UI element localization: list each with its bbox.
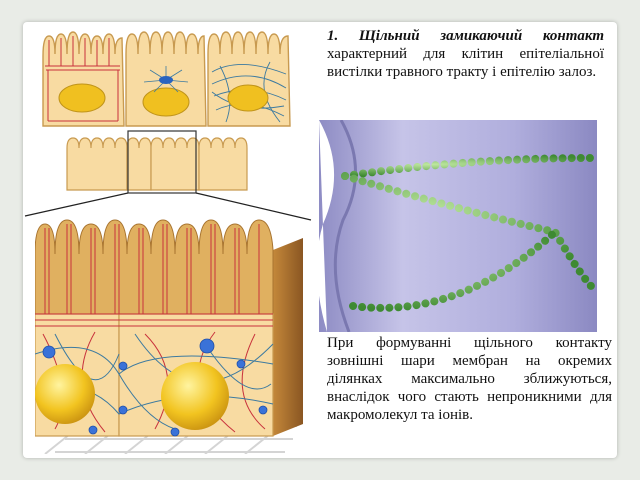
nucleus-2 bbox=[142, 87, 190, 117]
epithelium-strip-diagram bbox=[24, 130, 312, 221]
nucleus-large-2 bbox=[161, 362, 229, 430]
zoom-box bbox=[127, 130, 197, 194]
top-text: 1. Щільний замикаючий контакт характерни… bbox=[327, 27, 604, 81]
zoom-lines bbox=[24, 192, 312, 221]
nucleus-3 bbox=[227, 84, 269, 112]
epithelial-cells-diagram bbox=[42, 31, 291, 127]
nucleus-large-1 bbox=[35, 364, 95, 424]
magnified-cells-illustration bbox=[35, 219, 303, 454]
slide: 1. Щільний замикаючий контакт характерни… bbox=[23, 22, 617, 458]
nucleus-1 bbox=[58, 83, 106, 113]
centrosome bbox=[159, 76, 173, 84]
cell-3 bbox=[207, 31, 291, 127]
top-text-lead: 1. Щільний замикаючий контакт bbox=[327, 28, 604, 44]
tight-junction-illustration bbox=[319, 120, 597, 332]
bottom-text: При формуванні щільного контакту зовнішн… bbox=[327, 335, 612, 423]
top-text-rest: характерний для клітин епітеліальної вис… bbox=[327, 46, 604, 80]
junction-strands bbox=[341, 154, 595, 312]
